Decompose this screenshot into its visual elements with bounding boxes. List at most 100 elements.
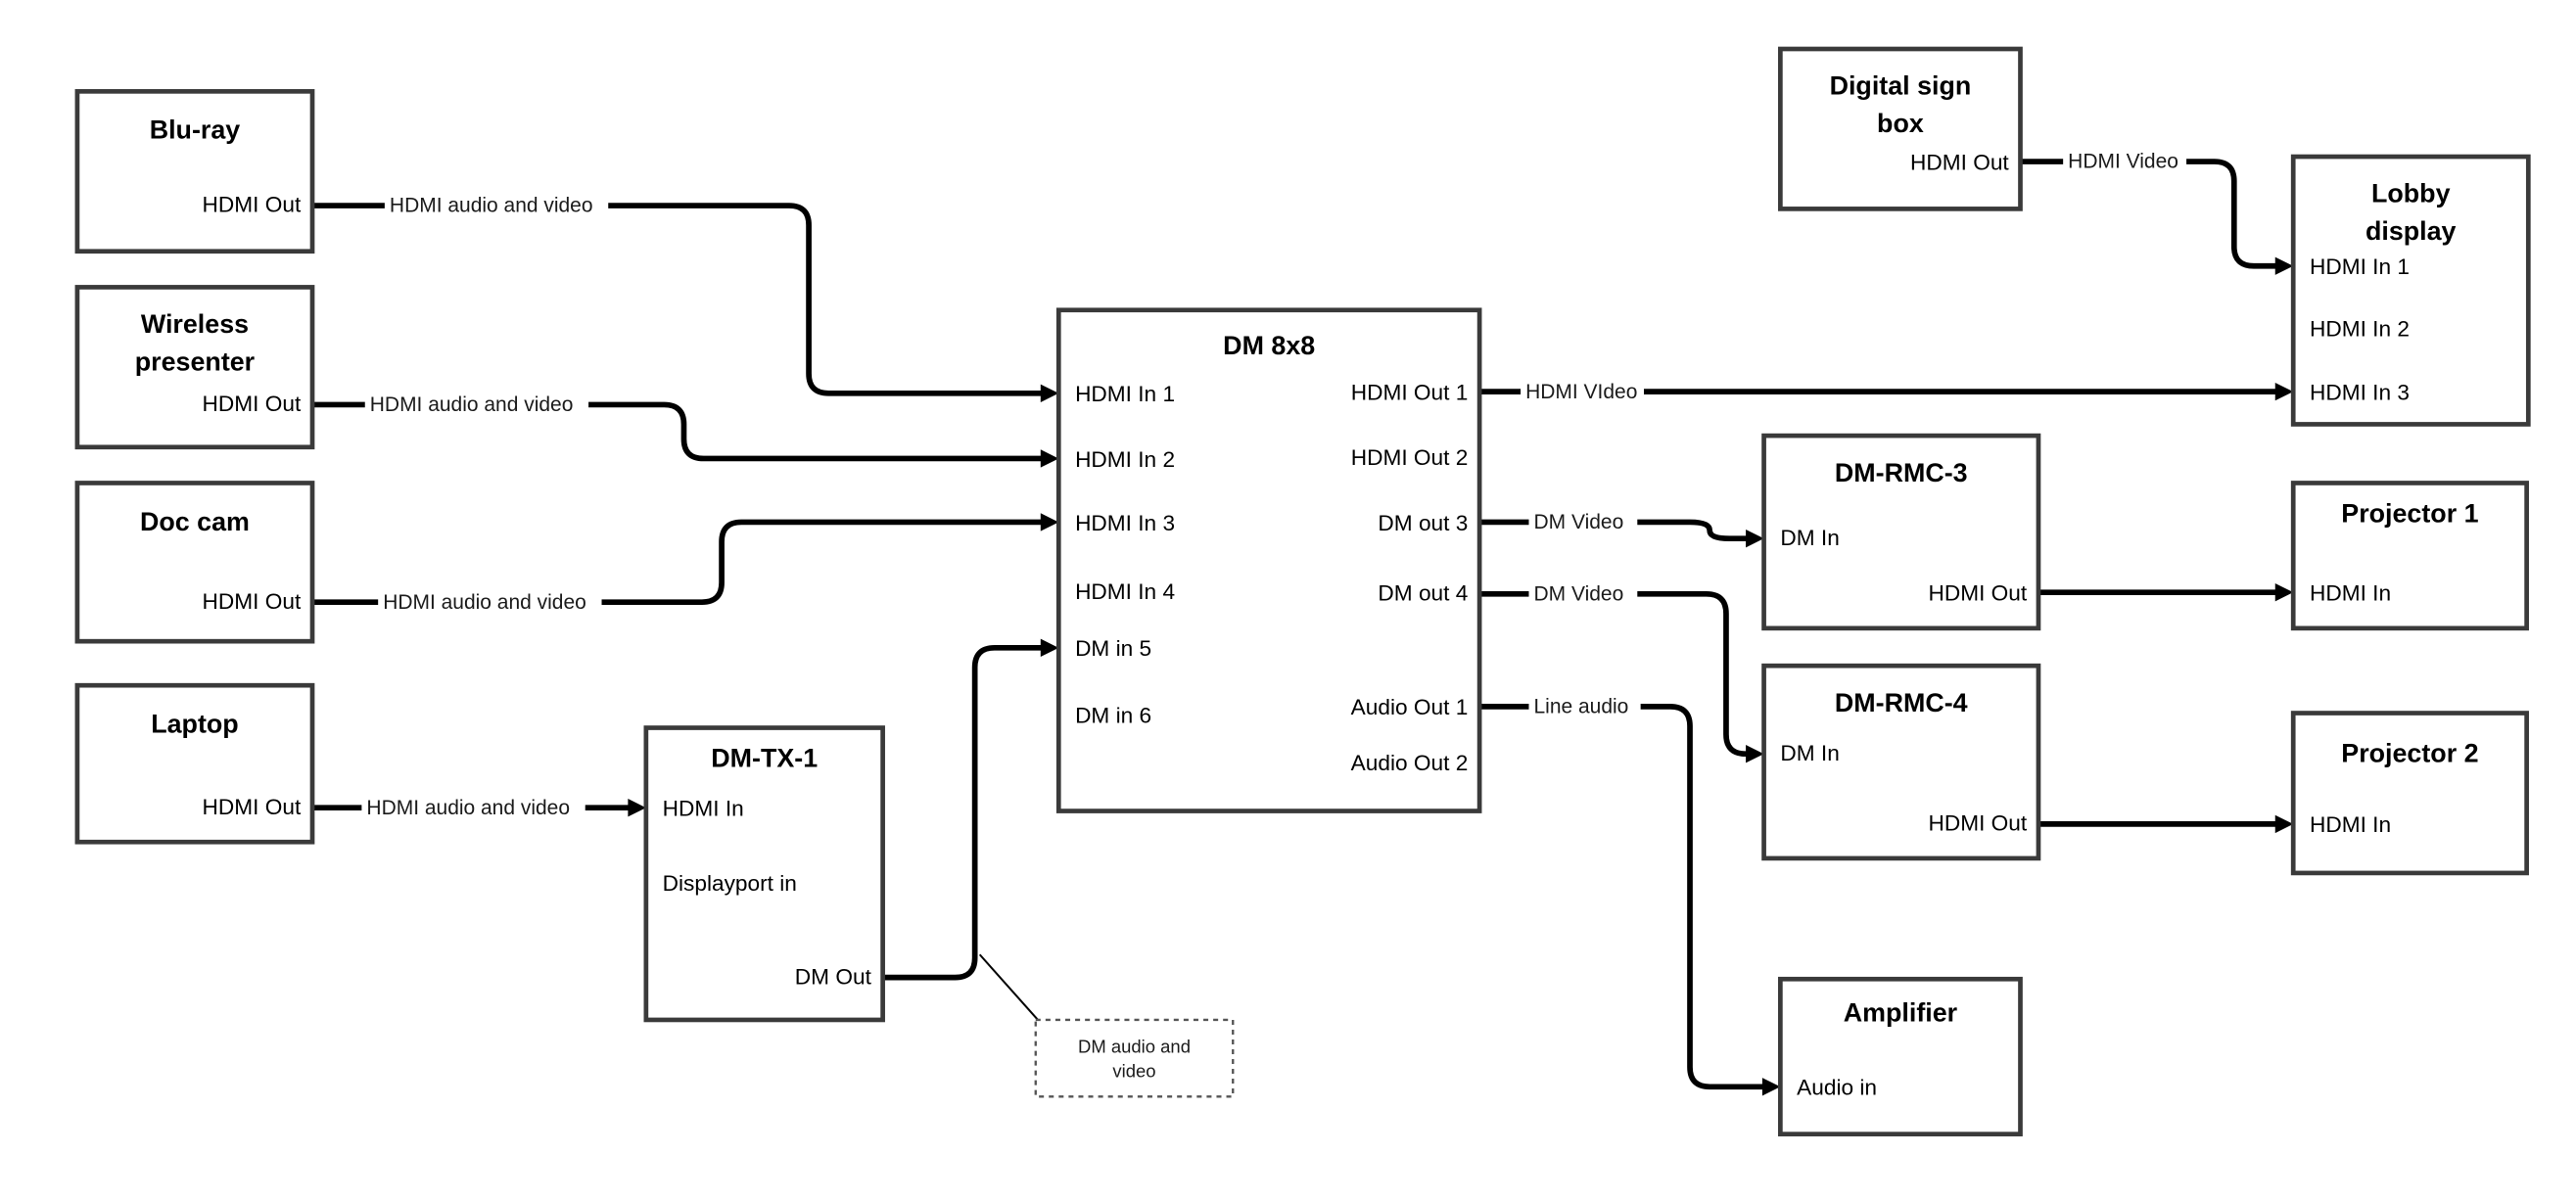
node-title: display xyxy=(2365,216,2457,246)
arrowhead-icon xyxy=(2274,382,2294,401)
connector-label: HDMI audio and video xyxy=(383,591,586,614)
port-label: HDMI In 1 xyxy=(1075,382,1175,406)
node-outline xyxy=(2290,154,2531,427)
port-label: Displayport in xyxy=(663,871,797,896)
note-text: DM audio and xyxy=(1078,1036,1191,1056)
connector-bluray-to-hdmi-in-1: HDMI audio and video xyxy=(312,195,1059,402)
connector-label: HDMI Video xyxy=(2068,151,2178,173)
note-leader-line xyxy=(978,953,1044,1026)
wire-segment xyxy=(2186,159,2277,269)
node-title: box xyxy=(1877,109,1924,138)
node-projector-2: Projector 2 HDMI In xyxy=(2290,711,2529,876)
port-label: HDMI Out xyxy=(203,795,302,819)
connector-dm-tx-1-to-dm-in-5 xyxy=(882,638,1059,981)
node-title: presenter xyxy=(135,347,255,377)
port-label: DM In xyxy=(1780,526,1839,550)
port-label: HDMI Out 1 xyxy=(1351,381,1469,405)
arrowhead-icon xyxy=(1040,638,1059,658)
node-title: Projector 2 xyxy=(2341,739,2478,768)
connector-label: HDMI audio and video xyxy=(390,195,593,217)
port-label: HDMI In xyxy=(663,797,744,821)
port-label: DM in 5 xyxy=(1075,636,1151,661)
arrowhead-icon xyxy=(1040,384,1059,402)
arrowhead-icon xyxy=(628,799,646,817)
arrowhead-icon xyxy=(2274,256,2294,275)
connector-doccam-to-hdmi-in-3: HDMI audio and video xyxy=(312,513,1059,614)
port-label: HDMI Out xyxy=(1928,811,2027,836)
port-label: DM In xyxy=(1780,741,1839,765)
port-label: HDMI Out 2 xyxy=(1351,445,1469,470)
arrowhead-icon xyxy=(1040,513,1059,531)
node-outline xyxy=(74,285,315,450)
port-label: HDMI Out xyxy=(203,193,302,217)
port-label: DM Out xyxy=(795,964,872,989)
node-title: Amplifier xyxy=(1844,998,1957,1028)
port-label: HDMI Out xyxy=(203,392,302,416)
note-dm-audio-video: DM audio and video xyxy=(978,953,1235,1098)
wire-segment xyxy=(882,645,1043,981)
port-label: Audio Out 2 xyxy=(1351,751,1469,775)
node-outline xyxy=(74,481,315,644)
node-title: Blu-ray xyxy=(150,115,241,145)
connector-dm-out-4-to-rmc-4: DM Video xyxy=(1479,583,1764,763)
node-title: Lobby xyxy=(2371,179,2451,208)
node-title: Laptop xyxy=(151,710,238,739)
port-label: DM in 6 xyxy=(1075,704,1151,728)
connector-digital-sign-to-lobby: HDMI Video xyxy=(2020,151,2294,275)
wire-segment xyxy=(1637,590,1748,758)
port-label: HDMI In 4 xyxy=(1075,579,1175,604)
wire-segment xyxy=(1640,704,1764,1090)
port-label: DM out 4 xyxy=(1378,581,1468,606)
connector-dm-out-3-to-rmc-3: DM Video xyxy=(1479,511,1764,548)
port-label: Audio Out 1 xyxy=(1351,695,1469,719)
node-outline xyxy=(1055,307,1482,813)
connector-label: HDMI audio and video xyxy=(366,797,570,819)
node-outline xyxy=(2290,481,2529,631)
connector-audio-out-1-to-amplifier: Line audio xyxy=(1479,696,1781,1096)
note-outline xyxy=(1034,1018,1235,1098)
wire-segment xyxy=(588,401,1043,462)
node-dm-rmc-4: DM-RMC-4 DM In HDMI Out xyxy=(1761,663,2041,861)
node-title: DM-TX-1 xyxy=(711,744,818,773)
connector-label: DM Video xyxy=(1534,583,1624,606)
node-outline xyxy=(1761,663,2041,861)
node-title: Doc cam xyxy=(140,507,250,536)
node-outline xyxy=(1778,46,2023,211)
node-outline xyxy=(1778,976,2023,1136)
arrowhead-icon xyxy=(2274,814,2294,834)
port-label: DM out 3 xyxy=(1378,511,1468,535)
connector-label: Line audio xyxy=(1534,696,1629,718)
node-title: DM 8x8 xyxy=(1223,331,1315,360)
connector-rmc-3-to-projector-1 xyxy=(2037,582,2294,602)
node-title: DM-RMC-4 xyxy=(1835,688,1968,717)
port-label: HDMI In 3 xyxy=(1075,511,1175,535)
node-outline xyxy=(1761,433,2041,631)
wire-segment xyxy=(608,203,1043,396)
arrowhead-icon xyxy=(2274,582,2294,602)
note-text: video xyxy=(1112,1060,1155,1081)
connector-wireless-to-hdmi-in-2: HDMI audio and video xyxy=(312,393,1059,468)
node-title: DM-RMC-3 xyxy=(1835,458,1968,487)
arrowhead-icon xyxy=(1746,745,1764,763)
connector-label: HDMI audio and video xyxy=(370,393,574,416)
port-label: HDMI In xyxy=(2310,812,2391,837)
port-label: HDMI In xyxy=(2310,581,2391,606)
connector-hdmi-out-1-to-lobby: HDMI VIdeo xyxy=(1479,381,2294,403)
port-label: HDMI Out xyxy=(203,589,302,614)
arrowhead-icon xyxy=(1040,449,1059,468)
port-label: HDMI In 2 xyxy=(1075,447,1175,472)
port-label: Audio in xyxy=(1797,1076,1877,1100)
node-outline xyxy=(643,725,885,1023)
node-title: Digital sign xyxy=(1830,71,1972,101)
connector-label: DM Video xyxy=(1534,511,1624,533)
